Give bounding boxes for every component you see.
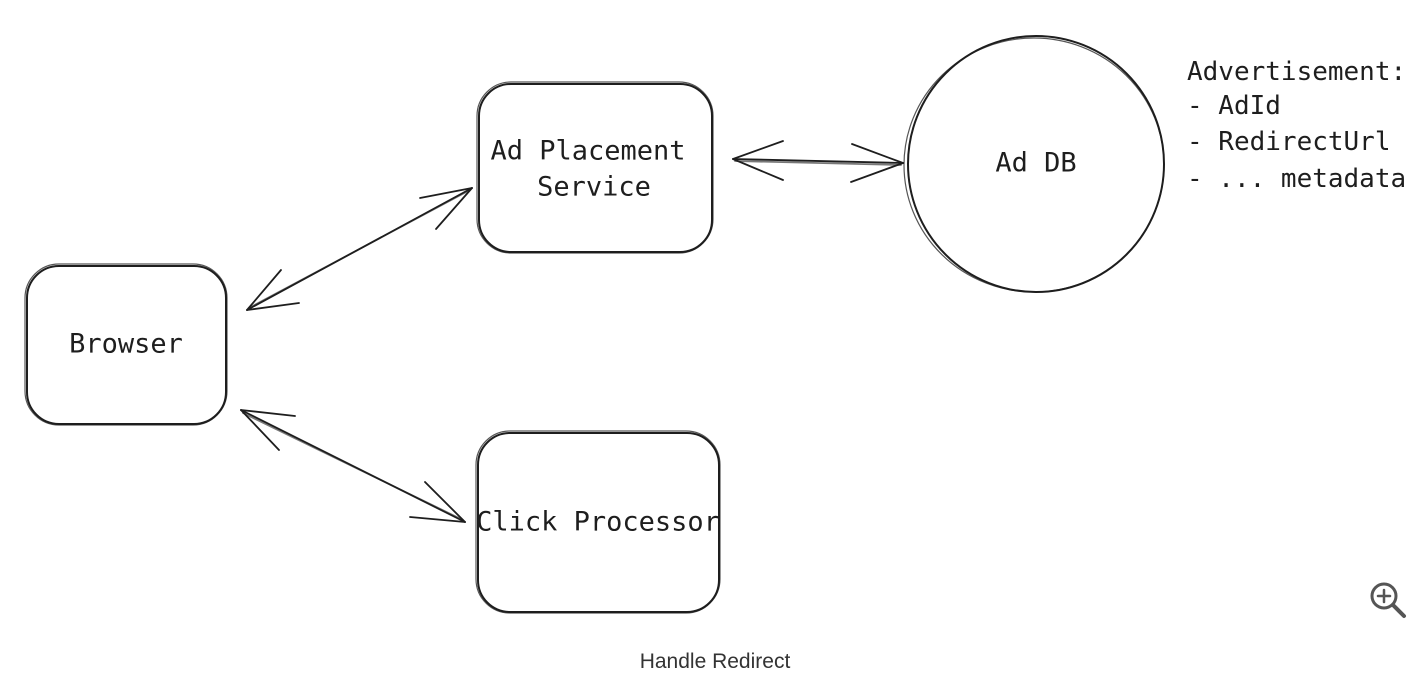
note-line: - ... metadata <box>1187 164 1406 194</box>
click-processor-label: Click Processor <box>476 507 720 538</box>
ad-placement-label-line2: Service <box>537 172 651 203</box>
zoom-in-icon <box>1370 582 1406 618</box>
edge-browser-click-processor <box>240 409 466 523</box>
node-browser[interactable]: Browser <box>24 263 228 426</box>
browser-label: Browser <box>69 329 183 360</box>
edge-browser-ad-placement <box>246 187 473 311</box>
diagram-caption: Handle Redirect <box>639 650 791 673</box>
ad-placement-label-line1: Ad Placement <box>490 136 685 167</box>
zoom-in-button[interactable] <box>1366 578 1410 622</box>
node-ad-placement-service[interactable]: Ad Placement Service <box>476 81 714 254</box>
advertisement-note: Advertisement: - AdId - RedirectUrl - ..… <box>1187 57 1406 194</box>
node-ad-db[interactable]: Ad DB <box>903 35 1165 293</box>
note-line: - RedirectUrl <box>1187 127 1391 157</box>
edge-ad-placement-ad-db <box>732 140 904 183</box>
node-click-processor[interactable]: Click Processor <box>475 430 721 614</box>
note-line: - AdId <box>1187 91 1281 121</box>
ad-db-label: Ad DB <box>995 148 1076 179</box>
note-line: Advertisement: <box>1187 57 1406 87</box>
